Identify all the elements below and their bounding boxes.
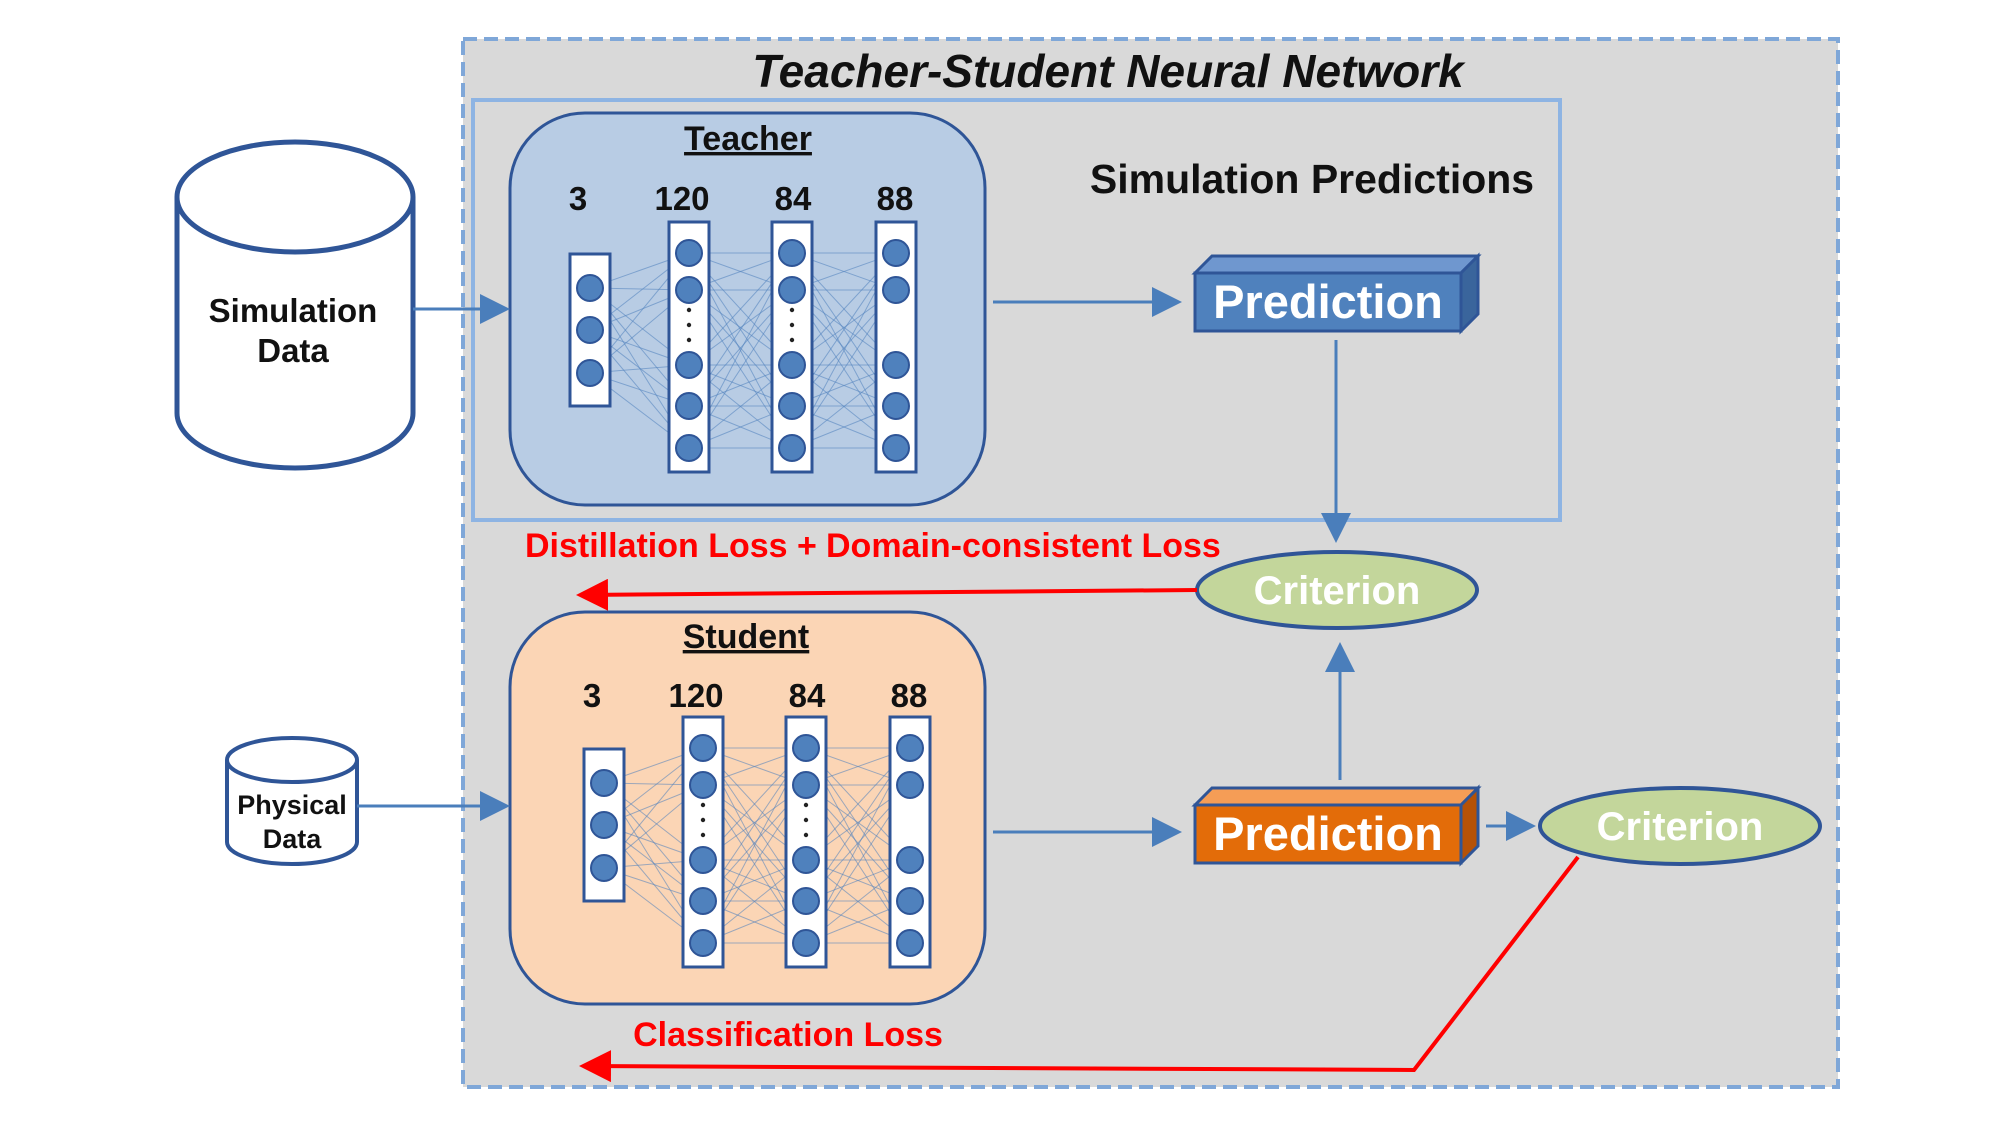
student-neuron bbox=[792, 734, 820, 762]
student-layer-size-1: 3 bbox=[583, 677, 601, 714]
physical-data-cylinder: Physical Data bbox=[225, 736, 359, 866]
student-layer-size-4: 88 bbox=[891, 677, 928, 714]
teacher-neuron bbox=[882, 239, 910, 267]
diagram-title: Teacher-Student Neural Network bbox=[752, 45, 1466, 97]
teacher-layer-size-3: 84 bbox=[775, 180, 812, 217]
criterion-classification: Criterion bbox=[1538, 786, 1822, 866]
student-neuron bbox=[689, 734, 717, 762]
student-layer-graph bbox=[582, 715, 932, 969]
teacher-network: Teacher 3 120 84 88 bbox=[508, 111, 987, 507]
teacher-neuron bbox=[675, 392, 703, 420]
student-neuron bbox=[896, 771, 924, 799]
student-neuron bbox=[896, 734, 924, 762]
student-layer-4 bbox=[888, 715, 932, 969]
classification-loss-label: Classification Loss bbox=[633, 1016, 943, 1054]
student-prediction-box: Prediction bbox=[1191, 784, 1482, 867]
student-neuron bbox=[689, 887, 717, 915]
teacher-layer-size-1: 3 bbox=[569, 180, 587, 217]
teacher-layer-graph bbox=[568, 220, 918, 474]
teacher-ellipsis-dot bbox=[789, 307, 795, 313]
student-neuron bbox=[792, 846, 820, 874]
domain-consistent-loss-label: Domain-consistent Loss bbox=[826, 527, 1221, 565]
teacher-layer-size-4: 88 bbox=[877, 180, 914, 217]
student-neuron bbox=[896, 929, 924, 957]
simulation-data-cylinder: Simulation Data bbox=[174, 139, 416, 471]
student-ellipsis-dot bbox=[700, 802, 706, 808]
student-ellipsis-dot bbox=[803, 817, 809, 823]
teacher-prediction-box: Prediction bbox=[1191, 252, 1482, 335]
simulation-data-label-line2: Data bbox=[257, 332, 329, 369]
student-neuron bbox=[689, 771, 717, 799]
physical-data-label-line2: Data bbox=[263, 824, 323, 854]
student-ellipsis-dot bbox=[700, 817, 706, 823]
student-network: Student 3 120 84 88 bbox=[508, 610, 987, 1006]
teacher-ellipsis-dot bbox=[789, 322, 795, 328]
teacher-neuron bbox=[778, 351, 806, 379]
teacher-neuron bbox=[882, 276, 910, 304]
teacher-ellipsis-dot bbox=[686, 337, 692, 343]
student-neuron bbox=[792, 887, 820, 915]
teacher-neuron bbox=[882, 434, 910, 462]
teacher-label: Teacher bbox=[684, 120, 812, 158]
student-ellipsis-dot bbox=[803, 802, 809, 808]
teacher-neuron bbox=[576, 274, 604, 302]
teacher-neuron bbox=[576, 316, 604, 344]
teacher-neuron bbox=[675, 276, 703, 304]
student-layer-size-3: 84 bbox=[789, 677, 826, 714]
student-ellipsis-dot bbox=[700, 832, 706, 838]
student-neuron bbox=[896, 887, 924, 915]
classification-loss-arrow bbox=[579, 855, 1580, 1083]
student-neuron bbox=[590, 854, 618, 882]
teacher-neuron bbox=[778, 239, 806, 267]
student-neuron bbox=[896, 846, 924, 874]
teacher-neuron bbox=[778, 392, 806, 420]
student-prediction-label: Prediction bbox=[1213, 807, 1443, 860]
criterion-classification-label: Criterion bbox=[1597, 805, 1764, 849]
teacher-prediction-label: Prediction bbox=[1213, 275, 1443, 328]
teacher-neuron bbox=[882, 392, 910, 420]
student-neuron bbox=[590, 811, 618, 839]
distillation-loss-arrow bbox=[576, 578, 1198, 611]
teacher-neuron bbox=[778, 434, 806, 462]
criterion-distillation-label: Criterion bbox=[1254, 569, 1421, 613]
teacher-ellipsis-dot bbox=[686, 307, 692, 313]
teacher-ellipsis-dot bbox=[686, 322, 692, 328]
distillation-loss-label: Distillation Loss + bbox=[525, 527, 817, 565]
student-layer-size-2: 120 bbox=[668, 677, 723, 714]
teacher-layer-size-2: 120 bbox=[654, 180, 709, 217]
criterion-distillation: Criterion bbox=[1195, 550, 1479, 630]
student-neuron bbox=[689, 929, 717, 957]
teacher-neuron bbox=[675, 239, 703, 267]
student-label: Student bbox=[683, 618, 810, 656]
student-panel bbox=[508, 610, 987, 1006]
teacher-ellipsis-dot bbox=[789, 337, 795, 343]
simulation-predictions-label: Simulation Predictions bbox=[1090, 156, 1534, 202]
student-neuron bbox=[792, 929, 820, 957]
student-neuron bbox=[792, 771, 820, 799]
teacher-neuron bbox=[882, 351, 910, 379]
simulation-data-label-line1: Simulation bbox=[209, 292, 378, 329]
student-ellipsis-dot bbox=[803, 832, 809, 838]
teacher-neuron bbox=[675, 351, 703, 379]
teacher-neuron bbox=[778, 276, 806, 304]
teacher-panel bbox=[508, 111, 987, 507]
physical-data-label-line1: Physical bbox=[237, 790, 347, 820]
teacher-neuron bbox=[675, 434, 703, 462]
student-neuron bbox=[590, 769, 618, 797]
student-neuron bbox=[689, 846, 717, 874]
teacher-neuron bbox=[576, 359, 604, 387]
